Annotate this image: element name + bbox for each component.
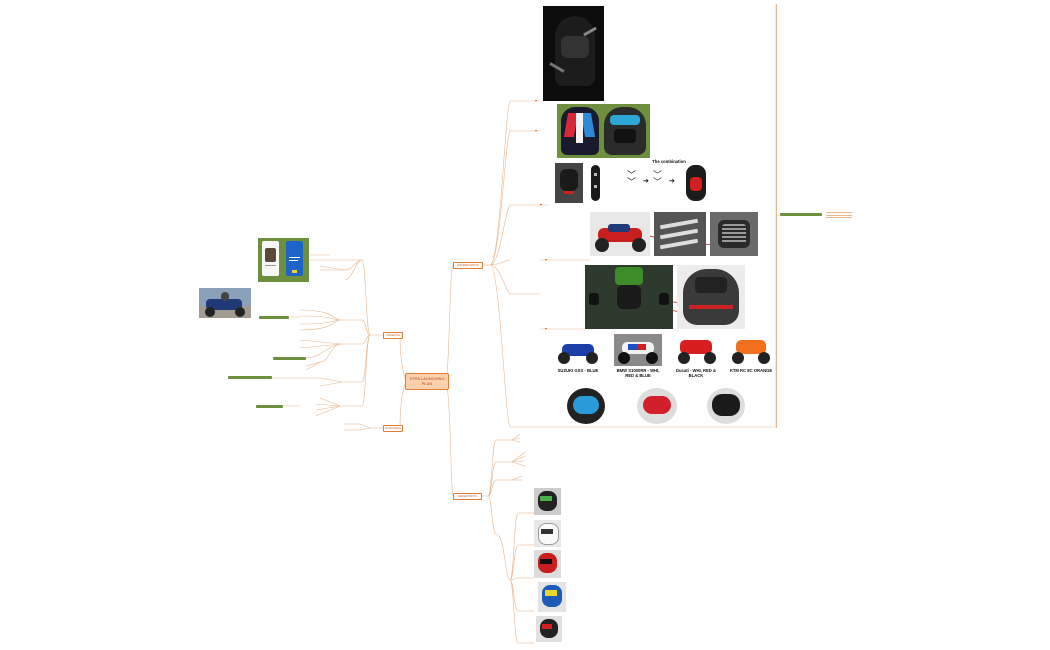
- bike-rear-view-image: [555, 163, 583, 203]
- helmet-rear-result-image: [686, 165, 706, 201]
- helmet-blue-image: [567, 388, 605, 424]
- targeting-tag-3[interactable]: [228, 376, 272, 379]
- bmw-fairing-detail-image: [654, 212, 706, 256]
- bike-caption-ducati: Ducati - WHI, RED & BLACK: [675, 368, 716, 378]
- mirror-comparison-panel: [585, 265, 745, 329]
- combination-heading: The combination: [652, 159, 686, 164]
- bike-caption-bmw: BMW S1000RR - WHI, RED & BLUE: [616, 368, 660, 378]
- bmw-side-image: [590, 212, 650, 256]
- differentiation-note-lines: [826, 211, 852, 219]
- combination-panel: ﹀﹀ ➔ ﹀﹀ ➔ The combination: [553, 159, 713, 206]
- helmet-rear-image: [677, 265, 745, 329]
- bike-bmw-image: [614, 334, 662, 366]
- bike-caption-suzuki: SUZUKI GSX - BLUE: [557, 368, 599, 373]
- helmet-row: [565, 386, 755, 426]
- helmet-closeup-image: [543, 6, 604, 101]
- chevron-solid-icon: ﹀﹀: [653, 170, 663, 188]
- targeting-tag-2[interactable]: [273, 357, 306, 360]
- helmet-vent-detail-image: [710, 212, 758, 256]
- targeting-tag-1[interactable]: [259, 316, 289, 319]
- differentiation-panel-border: [776, 4, 777, 428]
- kawasaki-front-image: [585, 265, 673, 329]
- segment-helmet-2-image: [534, 520, 561, 547]
- chevron-outline-icon: ﹀﹀: [627, 170, 637, 188]
- helmet-design-pair-image: [557, 104, 650, 158]
- segment-helmet-4-image: [538, 582, 566, 612]
- helmet-red-image: [637, 388, 677, 424]
- segment-helmet-3-image: [534, 550, 561, 578]
- differentiation-note-tag[interactable]: [780, 213, 822, 216]
- bike-ktm-image: [728, 334, 774, 366]
- segment-helmet-1-image: [534, 488, 561, 515]
- bike-ducati-image: [672, 334, 720, 366]
- bike-caption-ktm: KTM RC 8C ORANGE: [729, 368, 773, 373]
- helmet-black-image: [707, 388, 745, 424]
- branch-differentiation[interactable]: DIFFERENTIATION: [453, 262, 483, 269]
- bike-row: SUZUKI GSX - BLUE BMW S1000RR - WHI, RED…: [552, 334, 782, 384]
- arrow-right-icon: ➔: [643, 178, 649, 185]
- branch-positioning[interactable]: POSITIONING: [383, 425, 403, 432]
- arrow-right-icon-2: ➔: [669, 178, 675, 185]
- branch-targeting[interactable]: TARGETING: [383, 332, 403, 339]
- targeting-tag-4[interactable]: [256, 405, 283, 408]
- rider-bike-image: [199, 288, 251, 318]
- branch-segmentation[interactable]: SEGMENTATION: [453, 493, 482, 500]
- central-topic[interactable]: STP& LAUNCHING PLAN: [405, 373, 449, 390]
- vent-comparison-panel: [588, 210, 760, 258]
- segment-helmet-5-image: [536, 616, 562, 642]
- app-screens-image: [258, 238, 309, 282]
- bike-suzuki-image: [554, 336, 600, 366]
- tail-shape-icon: [591, 165, 600, 201]
